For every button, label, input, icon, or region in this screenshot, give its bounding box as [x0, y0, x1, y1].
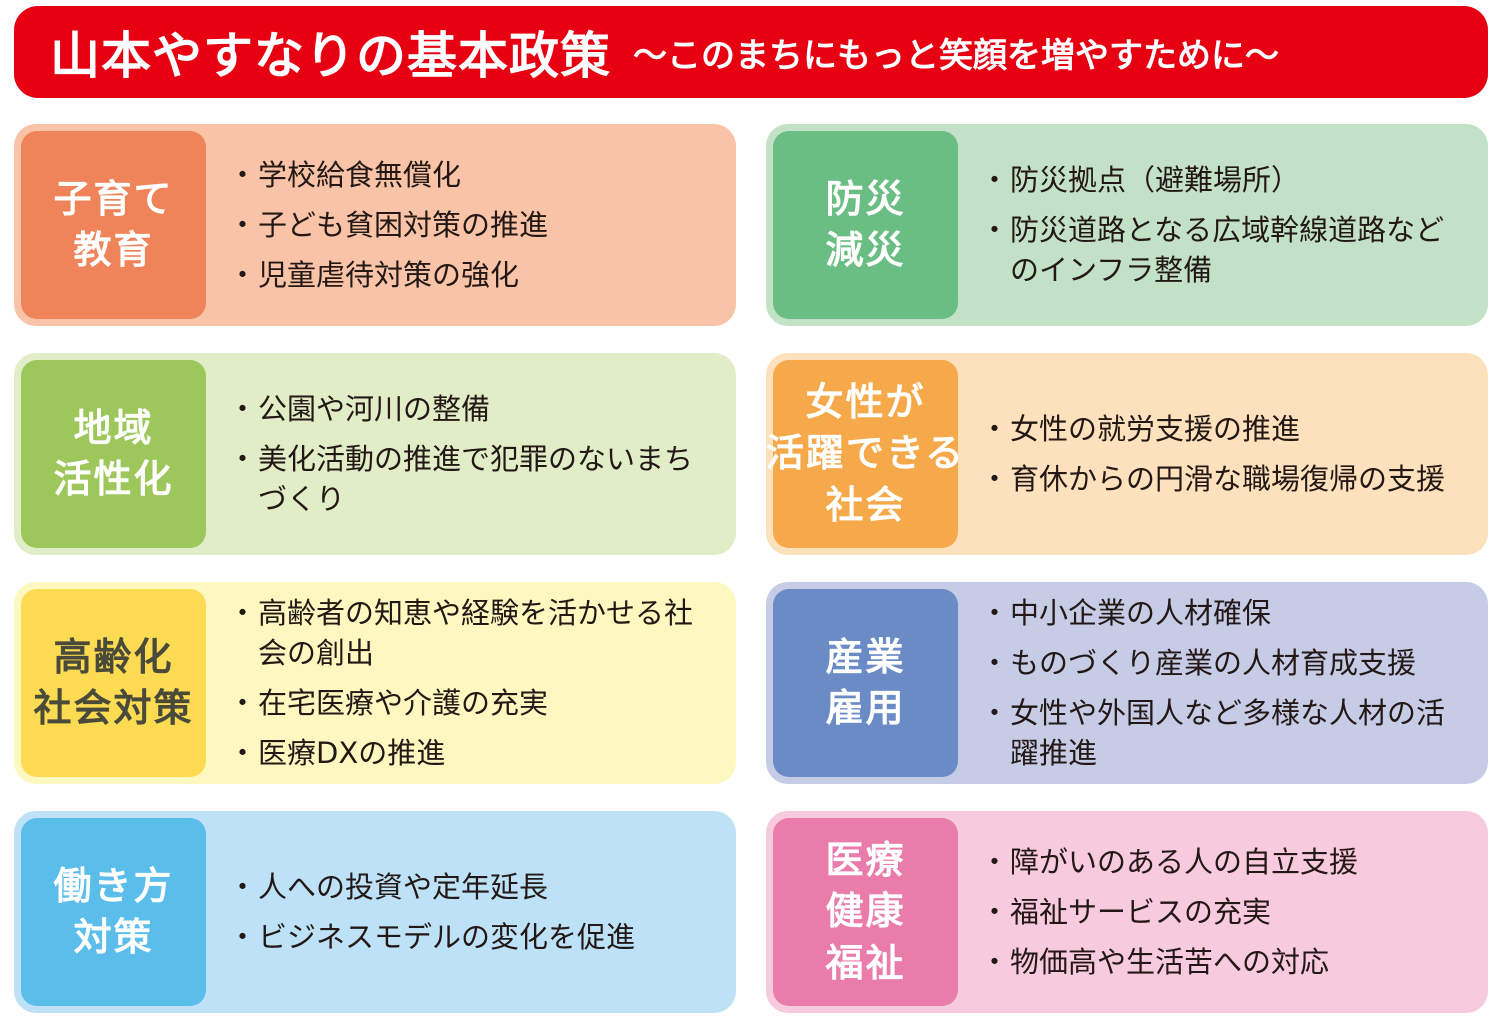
policy-item: 在宅医療や介護の充実	[228, 683, 720, 723]
label-line: 教育	[73, 228, 154, 272]
policy-label-disaster: 防災 減災	[773, 131, 958, 319]
policy-card-disaster: 防災 減災 防災拠点（避難場所） 防災道路となる広域幹線道路などのインフラ整備	[766, 124, 1488, 326]
policy-item: ものづくり産業の人材育成支援	[980, 643, 1472, 683]
page-subtitle: 〜このまちにもっと笑顔を増やすために〜	[633, 35, 1279, 76]
label-line: 福祉	[825, 940, 906, 985]
policy-list: 人への投資や定年延長 ビジネスモデルの変化を促進	[228, 811, 720, 1013]
policy-item: 福祉サービスの充実	[980, 892, 1472, 932]
label-line: 働き方	[53, 863, 174, 908]
label-line: 社会	[825, 482, 906, 527]
page-title: 山本やすなりの基本政策	[50, 27, 611, 85]
policy-item: 中小企業の人材確保	[980, 593, 1472, 633]
label-line: 地域	[73, 405, 154, 450]
policy-item: ビジネスモデルの変化を促進	[228, 917, 720, 957]
policy-list: 中小企業の人材確保 ものづくり産業の人材育成支援 女性や外国人など多様な人材の活…	[980, 582, 1472, 784]
policy-item: 公園や河川の整備	[228, 389, 720, 429]
policy-item: 女性や外国人など多様な人材の活躍推進	[980, 693, 1472, 773]
policy-item: 人への投資や定年延長	[228, 867, 720, 907]
policy-item: 防災拠点（避難場所）	[980, 160, 1472, 200]
policy-item: 防災道路となる広域幹線道路などのインフラ整備	[980, 210, 1472, 290]
policy-label-community: 地域 活性化	[21, 360, 206, 548]
policy-label-industry: 産業 雇用	[773, 589, 958, 777]
policy-item: 物価高や生活苦への対応	[980, 942, 1472, 982]
label-line: 活性化	[53, 457, 174, 501]
policy-label-workstyle: 働き方 対策	[21, 818, 206, 1006]
policy-list: 障がいのある人の自立支援 福祉サービスの充実 物価高や生活苦への対応	[980, 811, 1472, 1013]
policy-label-aging: 高齢化 社会対策	[21, 589, 206, 777]
label-line: 高齢化	[53, 634, 174, 679]
policy-card-childcare: 子育て 教育 学校給食無償化 子ども貧困対策の推進 児童虐待対策の強化	[14, 124, 736, 326]
policy-item: 高齢者の知恵や経験を活かせる社会の創出	[228, 593, 720, 673]
policy-item: 女性の就労支援の推進	[980, 409, 1472, 449]
label-line: 子育て	[53, 176, 174, 221]
policy-label-childcare: 子育て 教育	[21, 131, 206, 319]
policy-item: 医療DXの推進	[228, 733, 720, 773]
label-line: 健康	[825, 889, 906, 934]
policy-list: 防災拠点（避難場所） 防災道路となる広域幹線道路などのインフラ整備	[980, 124, 1472, 326]
policy-item: 障がいのある人の自立支援	[980, 842, 1472, 882]
label-line: 社会対策	[33, 686, 194, 730]
policy-card-aging: 高齢化 社会対策 高齢者の知恵や経験を活かせる社会の創出 在宅医療や介護の充実 …	[14, 582, 736, 784]
policy-item: 学校給食無償化	[228, 155, 720, 195]
title-banner: 山本やすなりの基本政策 〜このまちにもっと笑顔を増やすために〜	[14, 6, 1488, 98]
policy-item: 美化活動の推進で犯罪のないまちづくり	[228, 439, 720, 519]
policy-list: 女性の就労支援の推進 育休からの円滑な職場復帰の支援	[980, 353, 1472, 555]
policy-card-welfare: 医療 健康 福祉 障がいのある人の自立支援 福祉サービスの充実 物価高や生活苦へ…	[766, 811, 1488, 1013]
policy-card-women: 女性が 活躍できる 社会 女性の就労支援の推進 育休からの円滑な職場復帰の支援	[766, 353, 1488, 555]
label-line: 産業	[825, 634, 906, 679]
policy-label-welfare: 医療 健康 福祉	[773, 818, 958, 1006]
policy-item: 育休からの円滑な職場復帰の支援	[980, 459, 1472, 499]
policy-item: 子ども貧困対策の推進	[228, 205, 720, 245]
policy-grid: 子育て 教育 学校給食無償化 子ども貧困対策の推進 児童虐待対策の強化 防災 減…	[14, 124, 1488, 1013]
label-line: 防災	[825, 176, 906, 221]
label-line: 活躍できる	[766, 431, 966, 476]
policy-list: 公園や河川の整備 美化活動の推進で犯罪のないまちづくり	[228, 353, 720, 555]
label-line: 医療	[825, 838, 906, 883]
label-line: 女性が	[805, 380, 926, 425]
label-line: 雇用	[825, 686, 906, 730]
label-line: 対策	[73, 915, 154, 959]
policy-label-women: 女性が 活躍できる 社会	[766, 360, 963, 548]
policy-list: 高齢者の知恵や経験を活かせる社会の創出 在宅医療や介護の充実 医療DXの推進	[228, 582, 720, 784]
policy-card-community: 地域 活性化 公園や河川の整備 美化活動の推進で犯罪のないまちづくり	[14, 353, 736, 555]
policy-item: 児童虐待対策の強化	[228, 255, 720, 295]
policy-card-workstyle: 働き方 対策 人への投資や定年延長 ビジネスモデルの変化を促進	[14, 811, 736, 1013]
policy-card-industry: 産業 雇用 中小企業の人材確保 ものづくり産業の人材育成支援 女性や外国人など多…	[766, 582, 1488, 784]
label-line: 減災	[825, 228, 906, 272]
policy-list: 学校給食無償化 子ども貧困対策の推進 児童虐待対策の強化	[228, 124, 720, 326]
